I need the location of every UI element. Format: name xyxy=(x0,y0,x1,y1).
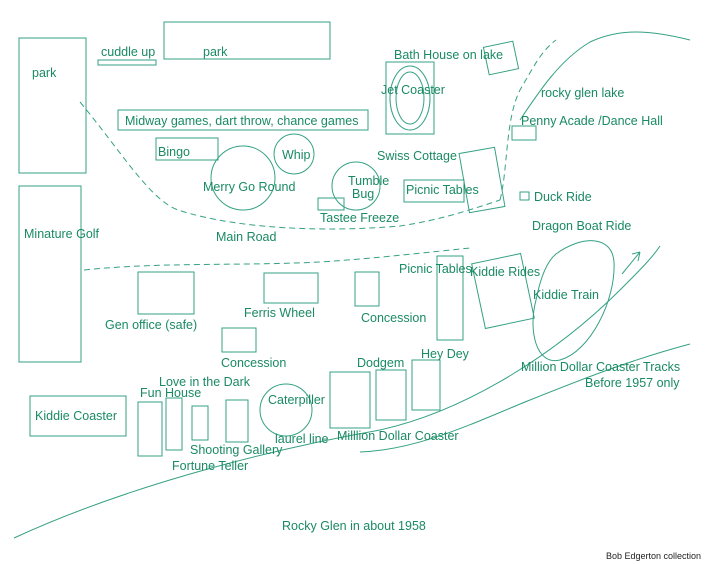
lake-road-line xyxy=(499,39,557,201)
jet-coaster-frame xyxy=(385,61,435,135)
merry-go-round-circle xyxy=(210,145,276,211)
label-kiddie-coaster: Kiddie Coaster xyxy=(35,409,117,423)
fortune-teller-booth xyxy=(225,399,249,443)
bath-house-building xyxy=(482,40,520,76)
million-dollar-tracks-path xyxy=(359,343,691,453)
fun-house-building xyxy=(137,401,163,457)
gen-office-building xyxy=(137,271,195,315)
label-bingo: Bingo xyxy=(158,145,190,159)
hey-dey-plot xyxy=(411,359,441,411)
label-dragon-boat: Dragon Boat Ride xyxy=(532,219,631,233)
label-picnic-tables-1: Picnic Tables xyxy=(406,183,479,197)
label-million-dollar-tracks-2: Before 1957 only xyxy=(585,376,680,390)
love-in-the-dark-building xyxy=(165,397,183,451)
concession-1-stand xyxy=(354,271,380,307)
label-miniature-golf: Minature Golf xyxy=(24,227,100,241)
label-love-in-the-dark: Love in the Dark xyxy=(159,375,251,389)
laurel-line-track xyxy=(13,245,661,539)
million-dollar-coaster-station xyxy=(329,371,371,429)
label-tumble-bug-1: Tumble xyxy=(348,174,389,188)
caterpiller-circle xyxy=(259,383,313,437)
label-whip: Whip xyxy=(282,148,311,162)
bingo-hall xyxy=(155,137,219,161)
label-merry-go-round: Merry Go Round xyxy=(203,180,295,194)
label-shooting-gallery: Shooting Gallery xyxy=(190,443,283,457)
label-concession-2: Concession xyxy=(221,356,286,370)
label-dodgem: Dodgem xyxy=(357,356,404,370)
label-penny-arcade: Penny Acade /Dance Hall xyxy=(521,114,663,128)
label-picnic-tables-2: Picnic Tables xyxy=(399,262,472,276)
label-million-dollar-tracks-1: Million Dollar Coaster Tracks xyxy=(521,360,680,374)
park-outlines xyxy=(18,21,615,457)
park-roads xyxy=(13,31,691,539)
label-park-top: park xyxy=(203,45,228,59)
label-caterpiller: Caterpiller xyxy=(268,393,325,407)
label-midway: Midway games, dart throw, chance games xyxy=(125,114,358,128)
map-labels: park park cuddle up Bath House on lake J… xyxy=(24,45,680,533)
shoreline-path xyxy=(519,31,691,121)
penny-arcade-building xyxy=(511,125,537,141)
miniature-golf-plot xyxy=(18,185,82,363)
jet-coaster-loop xyxy=(389,65,431,131)
jet-coaster-loop-inner xyxy=(395,71,425,125)
label-ferris-wheel: Ferris Wheel xyxy=(244,306,315,320)
picnic-tables-1-plot xyxy=(403,179,465,203)
label-laurel-line: laurel line xyxy=(275,432,329,446)
concession-2-stand xyxy=(221,327,257,353)
map-caption: Rocky Glen in about 1958 xyxy=(282,519,426,533)
kiddie-train-loop xyxy=(532,240,615,362)
tastee-freeze-stand xyxy=(317,197,345,211)
main-road-line xyxy=(79,101,501,230)
collection-credit: Bob Edgerton collection xyxy=(606,551,702,561)
duck-ride-marker xyxy=(519,191,530,201)
label-swiss-cottage: Swiss Cottage xyxy=(377,149,457,163)
label-million-dollar-coaster: Milllion Dollar Coaster xyxy=(337,429,459,443)
kiddie-rides-plot xyxy=(471,252,535,330)
dodgem-building xyxy=(375,369,407,421)
label-concession-1: Concession xyxy=(361,311,426,325)
label-cuddle-up: cuddle up xyxy=(101,45,155,59)
whip-circle xyxy=(273,133,315,175)
park-top-lot xyxy=(163,21,331,60)
shooting-gallery-booth xyxy=(191,405,209,441)
label-park-left: park xyxy=(32,66,57,80)
label-kiddie-train: Kiddie Train xyxy=(533,288,599,302)
label-main-road: Main Road xyxy=(216,230,276,244)
label-gen-office: Gen office (safe) xyxy=(105,318,197,332)
kiddie-coaster-plot xyxy=(29,395,127,437)
label-kiddie-rides: Kiddie Rides xyxy=(470,265,540,279)
swiss-cottage-building xyxy=(458,146,506,214)
tumble-bug-circle xyxy=(331,161,381,211)
park-left-lot xyxy=(18,37,87,174)
label-duck-ride: Duck Ride xyxy=(534,190,592,204)
label-jet-coaster: Jet Coaster xyxy=(381,83,445,97)
ferris-wheel-plot xyxy=(263,272,319,304)
label-bath-house: Bath House on lake xyxy=(394,48,503,62)
label-rocky-glen-lake: rocky glen lake xyxy=(541,86,624,100)
track-arrow xyxy=(621,251,641,275)
cuddle-up-plot xyxy=(97,59,157,66)
lower-road-line xyxy=(83,247,471,271)
picnic-tables-2-plot xyxy=(436,255,464,341)
label-hey-dey: Hey Dey xyxy=(421,347,470,361)
label-tastee-freeze: Tastee Freeze xyxy=(320,211,399,225)
label-tumble-bug-2: Bug xyxy=(352,187,374,201)
midway-games-strip xyxy=(117,109,369,131)
label-fortune-teller: Fortune Teller xyxy=(172,459,248,473)
label-fun-house: Fun House xyxy=(140,386,201,400)
